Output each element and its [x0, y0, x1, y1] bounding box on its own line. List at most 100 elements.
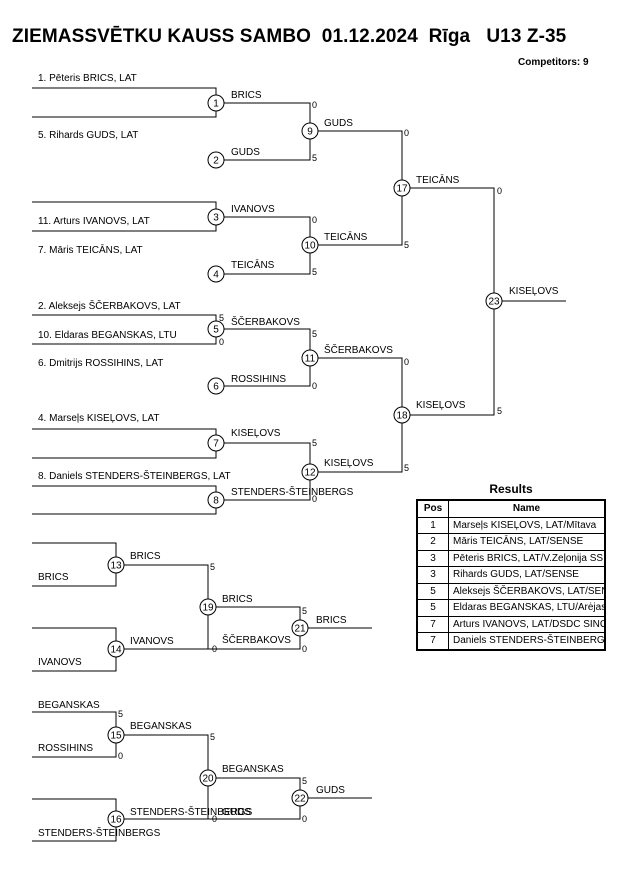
bout-number: 6 — [213, 382, 219, 393]
bracket-line — [216, 102, 311, 124]
bracket-line — [402, 187, 495, 294]
bout-score: 0 — [219, 337, 224, 347]
bracket-label: KISEĻOVS — [324, 458, 374, 469]
bracket-label: BRICS — [231, 90, 262, 101]
bout-score: 5 — [219, 313, 224, 323]
bracket-label: BEGANSKAS — [222, 764, 284, 775]
bracket-label: STENDERS-ŠTEINBERGS — [38, 826, 161, 839]
bout-number: 2 — [213, 156, 219, 167]
bracket-label: STENDERS-ŠTEINBERGS — [231, 485, 354, 498]
bout-score: 5 — [210, 732, 215, 742]
bracket-line — [32, 110, 217, 118]
bracket-label: 4. Marseļs KISEĻOVS, LAT — [38, 413, 160, 424]
bracket-label: 11. Arturs IVANOVS, LAT — [38, 216, 150, 227]
bracket-label: TEICĀNS — [416, 174, 460, 186]
results-name: Aleksejs ŠČERBAKOVS, LAT/SENSE — [448, 583, 604, 600]
bracket-label: BRICS — [316, 615, 347, 626]
results-name: Marseļs KISEĻOVS, LAT/Mītava — [448, 517, 604, 534]
bracket-line — [32, 711, 117, 727]
bracket-line — [32, 507, 217, 515]
bracket-line — [32, 201, 217, 209]
bracket-line — [32, 428, 217, 436]
bracket-line — [32, 87, 217, 95]
bracket-label: GUDS — [231, 147, 260, 158]
bracket-line — [32, 337, 217, 345]
bout-circle: 14 — [107, 640, 125, 658]
bracket-lines — [32, 87, 566, 842]
bout-circle: 5 — [207, 320, 225, 338]
bout-score: 5 — [302, 606, 307, 616]
results-pos: 7 — [418, 616, 449, 633]
bracket-line — [208, 806, 301, 820]
bout-circle: 16 — [107, 810, 125, 828]
bout-score: 5 — [312, 438, 317, 448]
bout-score: 5 — [210, 562, 215, 572]
bout-circle: 21 — [291, 619, 309, 637]
bout-circle: 22 — [291, 789, 309, 807]
bracket-label: IVANOVS — [130, 636, 174, 647]
bracket-line — [216, 328, 311, 350]
results-pos: 5 — [418, 583, 449, 600]
bracket-line — [216, 479, 311, 501]
bracket-label: 6. Dmitrijs ROSSIHINS, LAT — [38, 358, 163, 369]
bracket-line — [32, 657, 117, 672]
bracket-line — [116, 734, 209, 770]
bracket-line — [32, 627, 117, 642]
bout-score: 0 — [312, 215, 317, 225]
bracket-line — [208, 606, 301, 620]
bout-circle: 20 — [199, 769, 217, 787]
page-title: ZIEMASSVĒTKU KAUSS SAMBO 01.12.2024 Rīga… — [12, 26, 567, 47]
bout-circle: 7 — [207, 434, 225, 452]
bout-number: 21 — [294, 624, 306, 635]
bracket-line — [32, 573, 117, 587]
bracket-label: BEGANSKAS — [130, 721, 192, 732]
bout-score: 0 — [118, 751, 123, 761]
bout-circle: 13 — [107, 556, 125, 574]
results-header-pos: Pos — [418, 501, 449, 518]
bout-score: 5 — [312, 329, 317, 339]
bracket-label: 5. Rihards GUDS, LAT — [38, 130, 138, 141]
bracket-line — [32, 224, 217, 232]
bracket-label: GUDS — [324, 118, 353, 129]
bout-circle: 9 — [301, 122, 319, 140]
bout-number: 14 — [110, 645, 122, 656]
bout-number: 19 — [202, 603, 214, 614]
bout-score: 5 — [312, 267, 317, 277]
results-name: Māris TEICĀNS, LAT/SENSE — [448, 533, 604, 551]
bout-number: 1 — [213, 99, 219, 110]
results-pos: 5 — [418, 599, 449, 617]
bout-circle: 4 — [207, 265, 225, 283]
bout-score: 0 — [404, 357, 409, 367]
bout-score: 5 — [118, 709, 123, 719]
bracket-label: 7. Māris TEICĀNS, LAT — [38, 244, 143, 256]
bracket-label: TEICĀNS — [231, 259, 275, 271]
bout-number: 12 — [304, 468, 316, 479]
bout-score: 0 — [312, 381, 317, 391]
bout-number: 11 — [305, 354, 316, 365]
bracket-line — [32, 742, 117, 758]
bout-number: 5 — [213, 325, 219, 336]
bout-score: 0 — [312, 100, 317, 110]
bout-number: 18 — [396, 411, 408, 422]
bout-score: 0 — [302, 814, 307, 824]
bout-number: 13 — [110, 561, 122, 572]
bout-score: 0 — [212, 644, 217, 654]
bout-score: 5 — [312, 153, 317, 163]
bracket-label: BRICS — [130, 551, 161, 562]
bracket-label: ŠČERBAKOVS — [222, 633, 291, 646]
bracket-label: GUDS — [316, 785, 345, 796]
bracket-line — [32, 314, 217, 322]
bracket-label: 2. Aleksejs ŠČERBAKOVS, LAT — [38, 299, 181, 312]
bout-number: 7 — [213, 439, 219, 450]
bracket-line — [310, 357, 403, 408]
bracket-label: 1. Pēteris BRICS, LAT — [38, 73, 137, 84]
results-pos: 2 — [418, 533, 449, 551]
bout-circle: 17 — [393, 179, 411, 197]
bracket-line — [216, 139, 311, 161]
